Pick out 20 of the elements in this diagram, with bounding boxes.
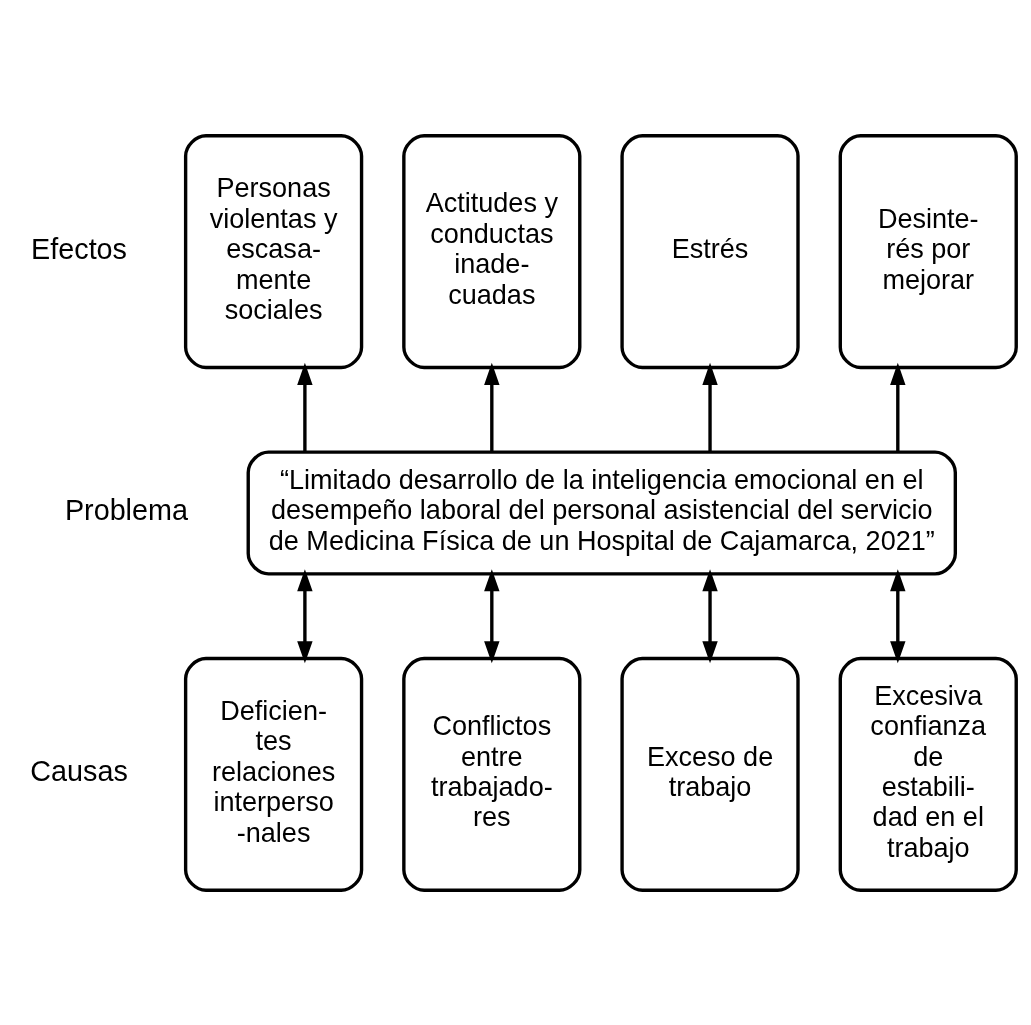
node-box: Conflictos entre trabajado- res	[402, 656, 582, 892]
node-box: “Limitado desarrollo de la inteligencia emocional en el desempeño laboral del personal asistencial del servicio de Medicina Física de un Hospital de Cajamarca, 2021”	[246, 449, 957, 576]
arrow	[890, 568, 906, 663]
arrow	[702, 362, 718, 452]
node-box: Actitudes y conductas inade- cuadas	[402, 133, 582, 369]
arrow	[890, 362, 906, 452]
node-box: Excesiva confianza de estabili- dad en el trabajo	[838, 656, 1018, 892]
node-box: Estrés	[620, 133, 800, 369]
arrow	[297, 568, 313, 663]
arrow	[484, 568, 500, 663]
label: Efectos	[31, 232, 127, 265]
node-box: Personas violentas y escasa- mente sociales	[183, 133, 364, 369]
node-box: Exceso de trabajo	[620, 656, 800, 892]
arrow	[484, 362, 500, 452]
label: Problema	[64, 493, 188, 526]
node-box: Desinte- rés por mejorar	[838, 133, 1018, 369]
arrow	[702, 568, 718, 663]
arrow	[297, 362, 313, 452]
node-box: Deficien- tes relaciones interperso -nales	[183, 656, 364, 892]
label: Causas	[30, 754, 128, 787]
